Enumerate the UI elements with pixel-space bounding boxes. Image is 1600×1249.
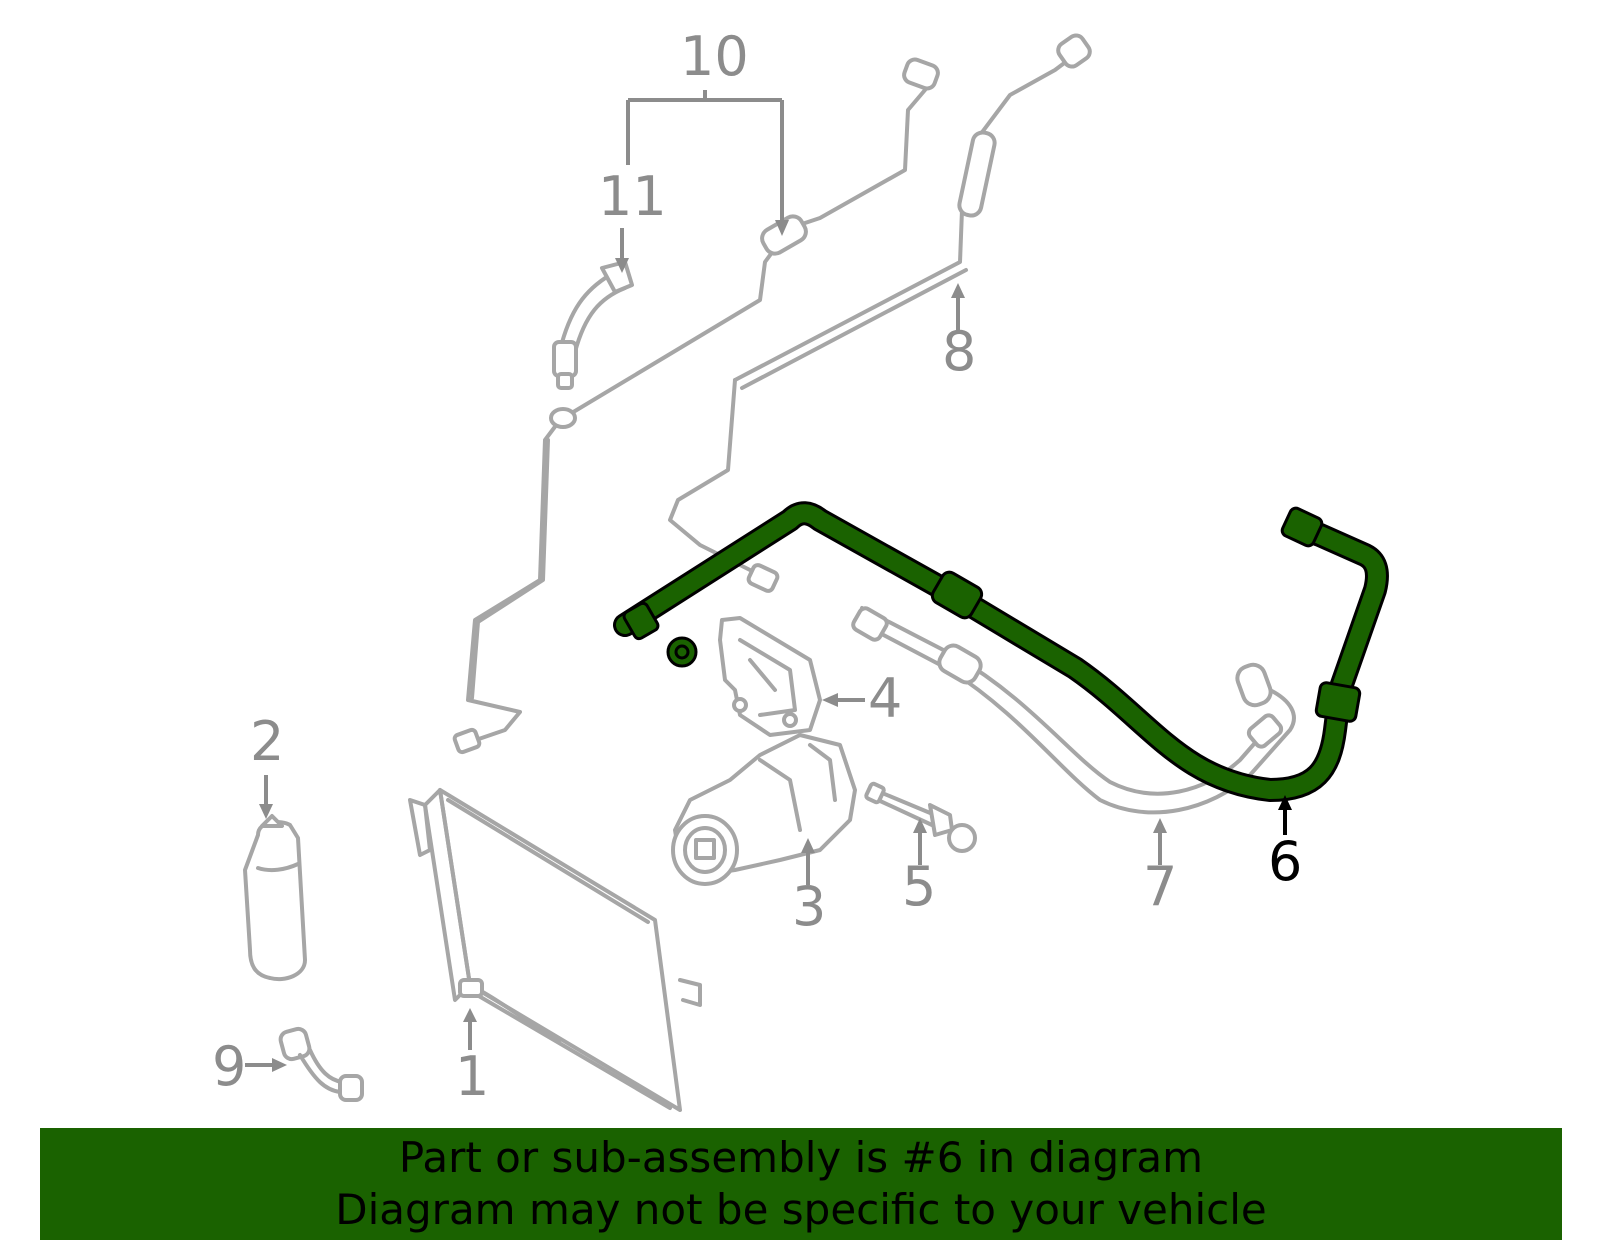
part-6-hose-highlighted <box>613 501 1389 802</box>
part-8-line <box>668 33 1092 593</box>
banner-line-2: Diagram may not be specific to your vehi… <box>335 1185 1267 1234</box>
part-3-compressor <box>671 733 857 886</box>
part-10-line <box>452 57 940 755</box>
callout-2: 2 <box>250 710 284 773</box>
callout-11: 11 <box>598 165 667 228</box>
callout-8: 8 <box>942 320 976 383</box>
callout-lines <box>245 90 1292 1072</box>
part-9-hose <box>278 1026 364 1102</box>
callout-5: 5 <box>902 855 936 918</box>
callout-6: 6 <box>1268 830 1302 893</box>
part-2-drier <box>243 814 307 981</box>
callout-4: 4 <box>868 667 902 730</box>
info-banner: Part or sub-assembly is #6 in diagram Di… <box>40 1128 1562 1240</box>
part-1-condenser <box>408 788 702 1112</box>
part-5-bolt <box>864 781 977 853</box>
callout-9: 9 <box>212 1035 246 1098</box>
part-11-hose <box>552 260 634 390</box>
callout-3: 3 <box>792 875 826 938</box>
banner-line-1: Part or sub-assembly is #6 in diagram <box>398 1133 1204 1182</box>
callout-1: 1 <box>455 1045 489 1108</box>
callout-numbers: 10 11 8 4 2 6 5 7 3 9 1 <box>212 25 1302 1108</box>
callout-7: 7 <box>1143 855 1177 918</box>
part-4-bracket <box>718 616 822 737</box>
callout-10: 10 <box>680 25 749 88</box>
